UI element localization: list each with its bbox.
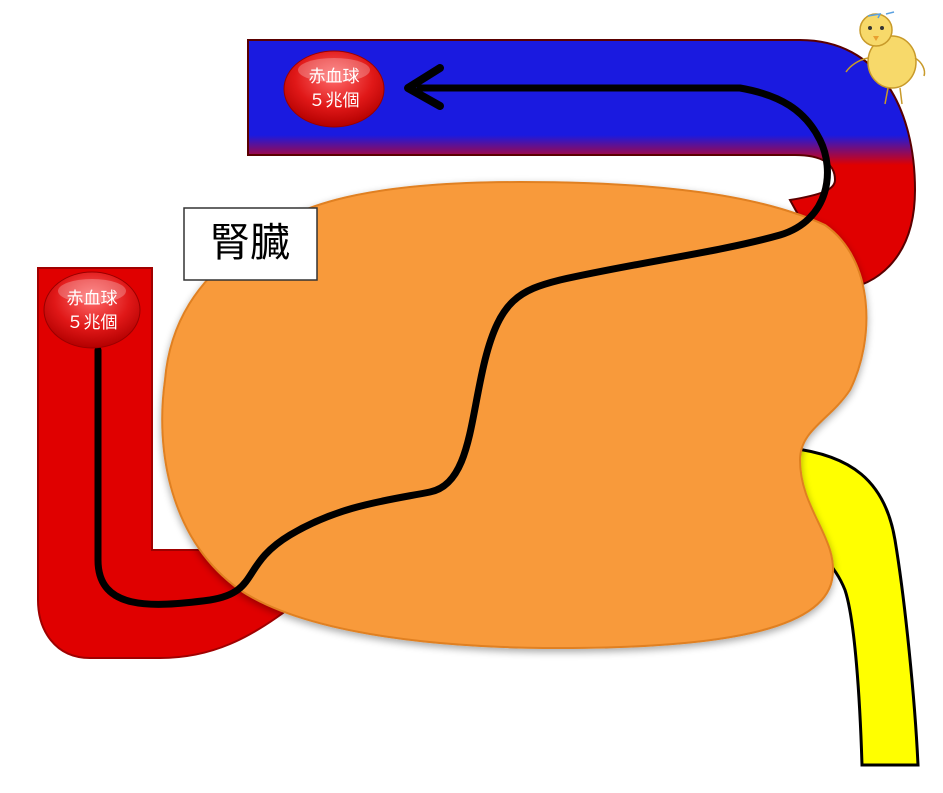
cells-in-line2: ５兆個	[67, 313, 118, 333]
cells-out-line2: ５兆個	[309, 91, 360, 111]
chick-illustration-icon	[845, 11, 926, 105]
cells-out-line1: 赤血球	[309, 67, 360, 87]
arrowhead-icon	[404, 64, 444, 110]
cells-in-line1: 赤血球	[67, 289, 118, 309]
organ-label-box: 腎臓	[183, 207, 318, 281]
cells-in-badge: 赤血球 ５兆個	[43, 271, 141, 349]
ureter-tube	[788, 446, 920, 767]
kidney-body	[161, 180, 868, 650]
blood-flow-path	[94, 84, 831, 608]
organ-label: 腎臓	[210, 220, 290, 266]
cells-out-badge: 赤血球 ５兆個	[283, 50, 385, 128]
